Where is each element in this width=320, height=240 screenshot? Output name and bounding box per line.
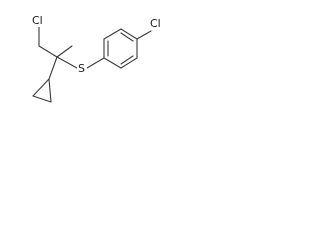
bond-quaternary-c-cyclopropyl (48, 56, 58, 80)
benzene-bond-5 (120, 57, 138, 69)
benzene-bond-6 (103, 57, 122, 69)
bond-quaternary-c-methyl (56, 45, 73, 58)
atom-label-cl-right: Cl (150, 17, 161, 30)
benzene-bond-2 (103, 28, 122, 40)
molecule-structure: Cl S Cl (31, 14, 167, 103)
benzene-bond-3 (120, 28, 138, 40)
bond-quaternary-c-sulfur (56, 56, 78, 69)
cyclopropane-bond-2 (32, 95, 52, 103)
atom-label-cl-left: Cl (32, 14, 43, 27)
cyclopropane-bond-1 (32, 78, 50, 97)
benzene-double-bond-3 (120, 55, 134, 65)
atom-label-sulfur: S (78, 62, 85, 75)
cyclopropane-bond-3 (48, 78, 52, 103)
bond-aryl-cl (136, 30, 152, 40)
bond-ch2-quaternary-c (38, 45, 58, 58)
benzene-double-bond-2 (120, 32, 134, 42)
bond-sulfur-aryl (86, 57, 105, 69)
